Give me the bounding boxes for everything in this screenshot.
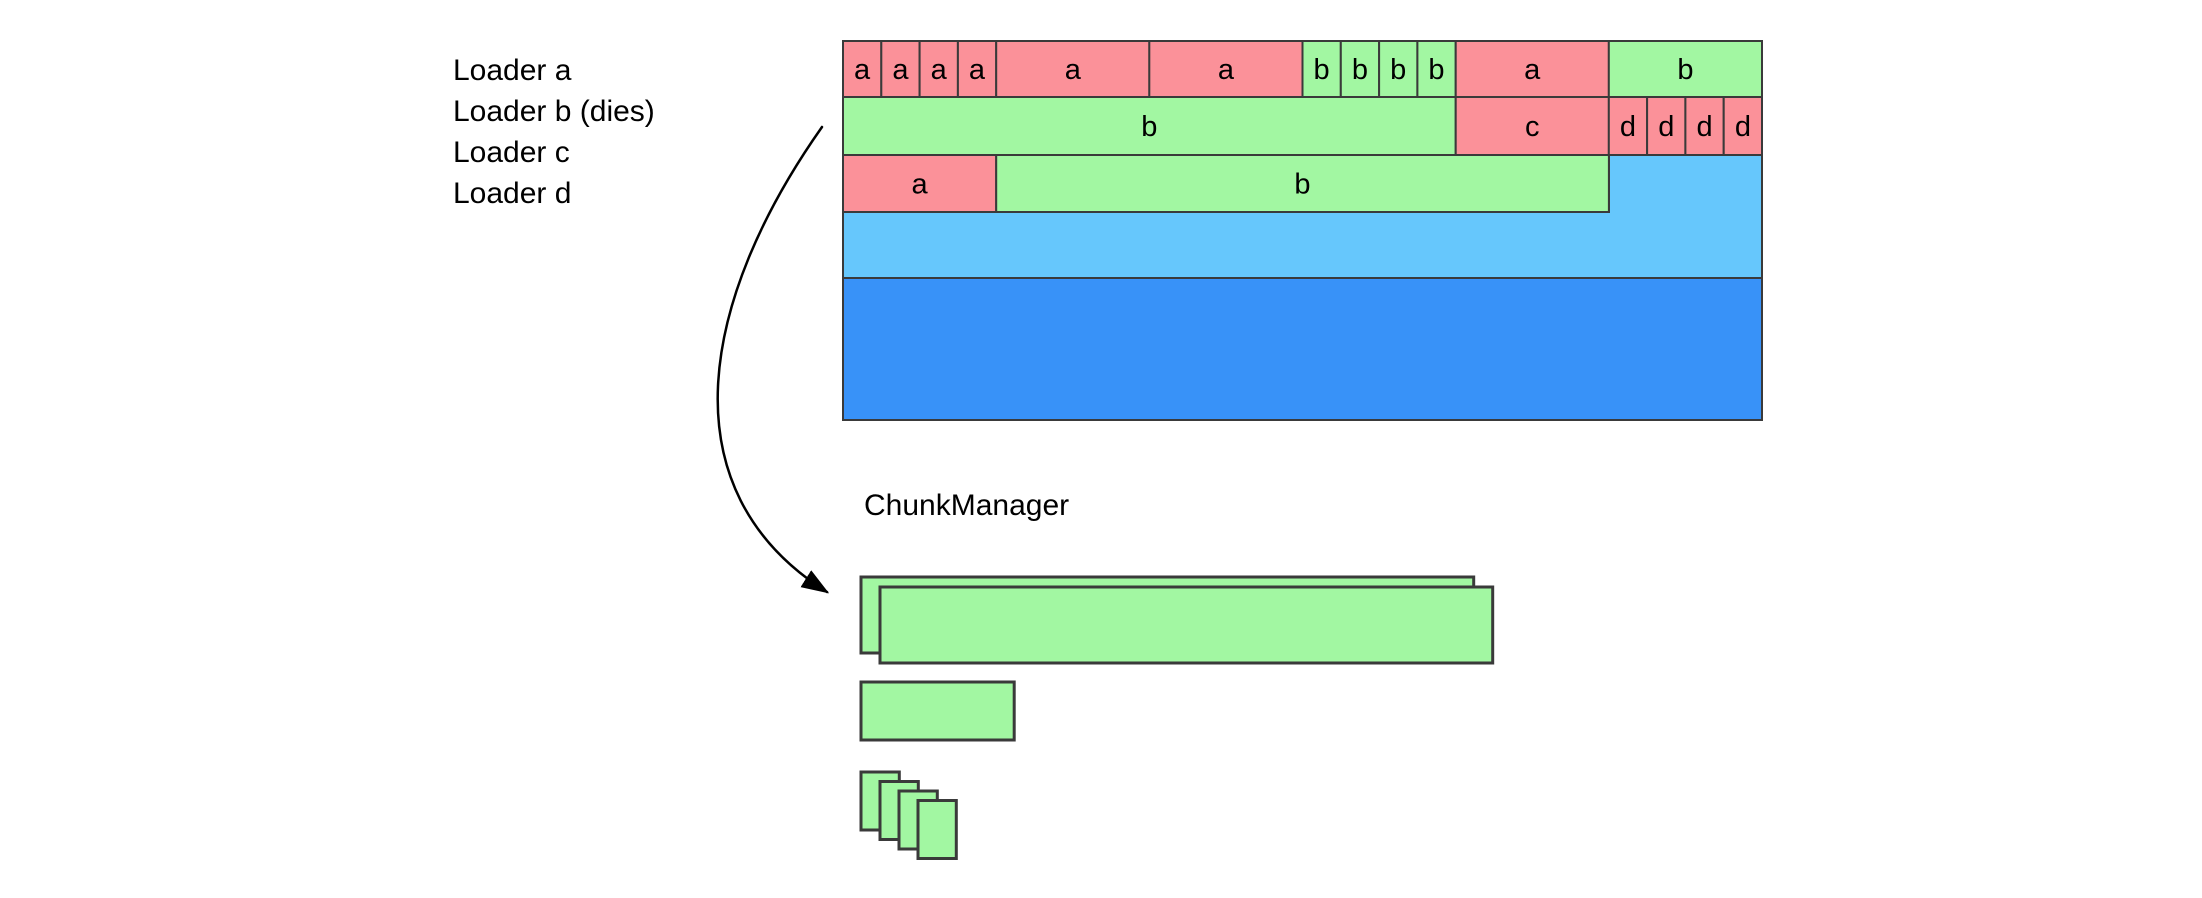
memory-block-label: a — [931, 54, 948, 86]
memory-block-b — [1607, 40, 1764, 98]
memory-block-label: b — [1677, 54, 1693, 86]
flow-arrow — [716, 125, 830, 594]
memory-block-label: d — [1620, 111, 1636, 143]
memory-block-label: d — [1735, 111, 1751, 143]
memory-block-label: a — [1524, 54, 1541, 86]
memory-block-label: a — [854, 54, 871, 86]
memory-block-a — [880, 40, 921, 98]
memory-block-label: b — [1141, 111, 1157, 143]
chunk-manager-title: ChunkManager — [864, 489, 1070, 522]
memory-block-b — [995, 154, 1610, 213]
memory-block-label: b — [1428, 54, 1444, 86]
memory-block-a — [956, 40, 998, 98]
memory-block-d — [1684, 96, 1725, 156]
memory-block-label: a — [892, 54, 909, 86]
memory-block-label: a — [1218, 54, 1235, 86]
memory-block-label: b — [1390, 54, 1406, 86]
memory-block-d — [1722, 96, 1763, 156]
memory-block-label: a — [1065, 54, 1082, 86]
memory-block-a — [842, 154, 998, 213]
loader-labels: Loader a Loader b (dies) Loader c Loader… — [453, 50, 655, 214]
memory-block-label: b — [1294, 169, 1310, 201]
loader-label-b: Loader b (dies) — [453, 95, 655, 128]
chunk-stack-large — [878, 585, 1495, 665]
loader-label-d: Loader d — [453, 177, 572, 210]
memory-block-label: b — [1314, 54, 1330, 86]
chunk-manager-shapes-layer — [859, 575, 1495, 860]
memory-block-label: a — [912, 169, 929, 201]
loader-label-c: Loader c — [453, 136, 570, 169]
memory-block-label: a — [969, 54, 986, 86]
memory-block-a — [1454, 40, 1610, 98]
memory-block-d — [1646, 96, 1687, 156]
memory-block-label: c — [1525, 111, 1540, 143]
chunk-single-medium — [859, 680, 1016, 742]
memory-block-label: d — [1658, 111, 1674, 143]
memory-block-label: d — [1697, 111, 1713, 143]
memory-block-c — [1454, 96, 1610, 156]
chunk-cascade-small — [916, 799, 958, 860]
loader-label-a: Loader a — [453, 54, 572, 87]
reserved-memory-region — [842, 277, 1763, 421]
memory-block-b — [842, 96, 1457, 156]
memory-block-b — [1378, 40, 1419, 98]
memory-block-label: b — [1352, 54, 1368, 86]
